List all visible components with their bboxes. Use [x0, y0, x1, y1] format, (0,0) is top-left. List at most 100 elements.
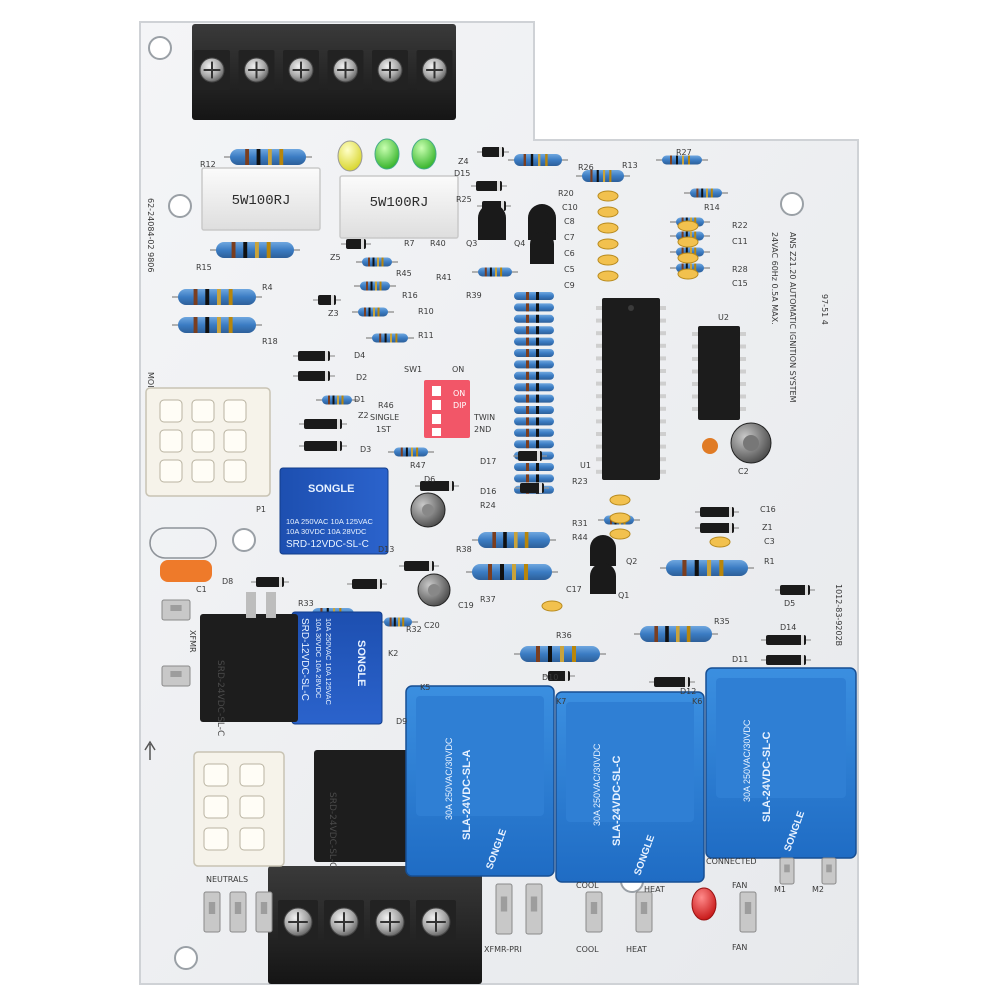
resistor-band: [390, 333, 392, 343]
ref-d12: D12: [680, 687, 696, 696]
u1-pin: [596, 457, 602, 462]
large-relay-k5: 30A 250VAC/30VDC SLA-24VDC-SL-A SONGLE: [405, 685, 555, 877]
ref-d1: D1: [354, 395, 365, 404]
connector-pin: [223, 399, 247, 423]
diode-body: [476, 181, 502, 191]
ref-d14: D14: [780, 623, 796, 632]
connector-pin: [159, 429, 183, 453]
u1-pin: [660, 432, 666, 436]
resistor-band: [205, 289, 210, 305]
resistor-band: [548, 646, 552, 662]
resistor-band: [536, 371, 539, 380]
resistor-body: [514, 314, 554, 323]
diode-band: [801, 655, 804, 665]
resistor-band: [536, 337, 539, 346]
u1-pin: [660, 444, 666, 449]
resistor-band: [393, 617, 396, 627]
spade-hole: [208, 902, 216, 914]
resistor-band: [266, 242, 271, 258]
resistor-body: [514, 337, 554, 346]
resistor-band: [536, 383, 539, 392]
ref-r1: R1: [764, 557, 775, 566]
ref-c2: C2: [738, 467, 749, 476]
power-resistor-right-label: 5W100RJ: [370, 195, 429, 211]
u2-pin: [692, 407, 698, 411]
resistor-band: [526, 463, 529, 471]
ref-d15: D15: [454, 169, 470, 178]
heat-label: HEAT: [626, 945, 647, 954]
resistor-band: [526, 383, 529, 392]
u1-pin: [660, 306, 666, 310]
resistor-band: [398, 617, 400, 627]
ref-r7: R7: [404, 239, 415, 248]
resistor-band: [685, 231, 688, 241]
bottom-terminal-block: [268, 866, 482, 984]
resistor-band: [377, 257, 379, 267]
ref-d17: D17: [480, 457, 496, 466]
small-relay-k2-line1: 10A 250VAC 10A 125VAC: [324, 618, 333, 705]
connector-pin: [239, 763, 265, 787]
u2-pin: [692, 369, 698, 374]
resistor-band: [400, 447, 403, 457]
status-leds: [337, 138, 717, 921]
diode-body: [766, 635, 806, 645]
resistor-band: [536, 314, 539, 323]
ref-z5: Z5: [330, 253, 341, 262]
connector-pin: [203, 827, 229, 851]
resistor-band: [389, 617, 392, 627]
diode-body: [700, 523, 734, 533]
ref-k5: K5: [420, 683, 430, 692]
resistor-band: [536, 303, 539, 312]
u2-pin: [692, 344, 698, 349]
ref-c8: C8: [564, 217, 575, 226]
ref-r14: R14: [704, 203, 720, 212]
resistor-band: [719, 560, 724, 576]
ref-q2: Q2: [626, 557, 637, 566]
small-relay-k1-brand: SONGLE: [308, 483, 354, 495]
resistor-band: [682, 560, 687, 576]
resistor-body: [514, 292, 554, 300]
connector-p1: P1: [145, 387, 271, 514]
electrolytic-capacitors: [410, 422, 772, 607]
u1-pin: [596, 306, 602, 310]
resistor-band: [686, 626, 691, 642]
u2-pin: [740, 394, 746, 399]
connector-neutrals: [193, 751, 285, 867]
ref-c3: C3: [764, 537, 775, 546]
spade-hole: [744, 902, 752, 914]
diode-layer: [251, 147, 815, 687]
part-left: 62-24084-02 9806: [146, 198, 155, 272]
oval-silk: [149, 527, 217, 559]
resistor-band: [526, 417, 529, 426]
ref-d8: D8: [222, 577, 233, 586]
u1-pin: [660, 394, 666, 399]
resistor-band: [337, 395, 339, 405]
resistor-body: [514, 371, 554, 380]
ref-r28: R28: [732, 265, 748, 274]
resistor-band: [526, 428, 529, 437]
diode-band: [801, 635, 804, 645]
diode-body: [700, 507, 734, 517]
diode-band: [805, 585, 808, 595]
top-terminal-block: [192, 24, 456, 120]
resistor-band: [416, 447, 419, 457]
resistor-band: [368, 257, 370, 267]
resistor-band: [526, 292, 529, 300]
diode-body: [654, 677, 690, 687]
ceramic-capacitor: [597, 206, 619, 218]
u1-pin: [660, 331, 666, 336]
fan-label: FAN: [732, 943, 747, 952]
ceramic-capacitor: [597, 270, 619, 282]
large-relay-k7: 30A 250VAC/30VDC SLA-24VDC-SL-C SONGLE: [555, 691, 705, 883]
ref-r4: R4: [262, 283, 273, 292]
resistor-band: [706, 188, 708, 198]
ref-r22: R22: [732, 221, 748, 230]
ref-z3: Z3: [328, 309, 339, 318]
ref-r47: R47: [410, 461, 426, 470]
u2-pin: [692, 394, 698, 399]
connector-pin: [191, 429, 215, 453]
spade-hole: [170, 671, 182, 677]
black-relay-lower: SRD-24VDC-SL-C: [314, 750, 410, 868]
resistor-band: [676, 626, 680, 642]
u1-pin: [596, 419, 602, 424]
